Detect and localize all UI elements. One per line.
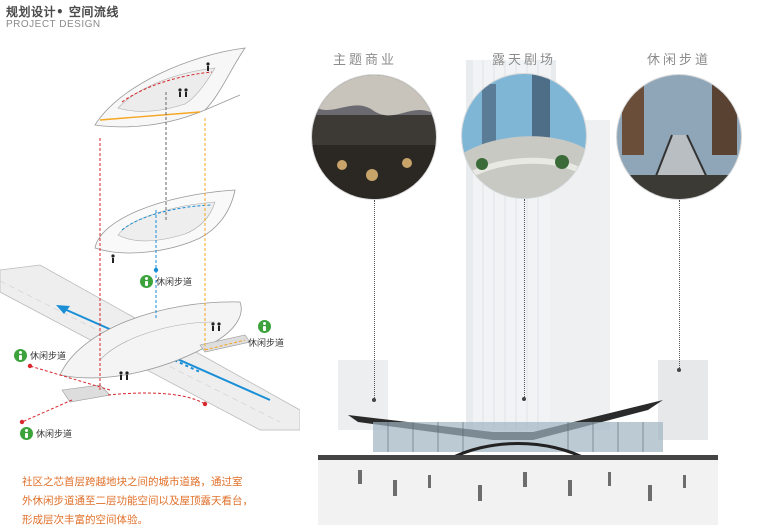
section-label-commerce: 主题商业 [333,53,398,68]
pedestrian-icon [140,275,153,288]
photo-theme-commerce [312,75,436,199]
leader-theater [524,199,525,399]
pedestrian-icon [14,349,27,362]
section-label-walkway: 休闲步道 [647,53,712,68]
pedestrian-icon [258,320,271,333]
page-subtitle: PROJECT DESIGN [6,19,101,30]
photo-open-air-theater [462,74,586,198]
leader-commerce [374,200,375,400]
leader-dot-walkway [677,368,681,372]
leader-walkway [679,200,680,370]
axonometric-diagram [0,47,300,431]
description-text: 社区之芯首层跨越地块之间的城市道路，通过室 外休闲步道通至二层功能空间以及屋顶露… [22,476,253,526]
leader-dot-commerce [372,398,376,402]
section-label-theater: 露天剧场 [492,53,557,68]
leader-dot-theater [522,397,526,401]
pedestrian-icon [20,427,33,440]
walkway-tag: 休闲步道 [140,275,192,288]
walkway-tag: 休闲步道 [20,427,72,440]
photo-leisure-walkway [617,75,741,199]
walkway-tag: 休闲步道 [248,320,284,349]
page-title: 规划设计• 空间流线 [6,5,119,19]
walkway-tag: 休闲步道 [14,349,66,362]
